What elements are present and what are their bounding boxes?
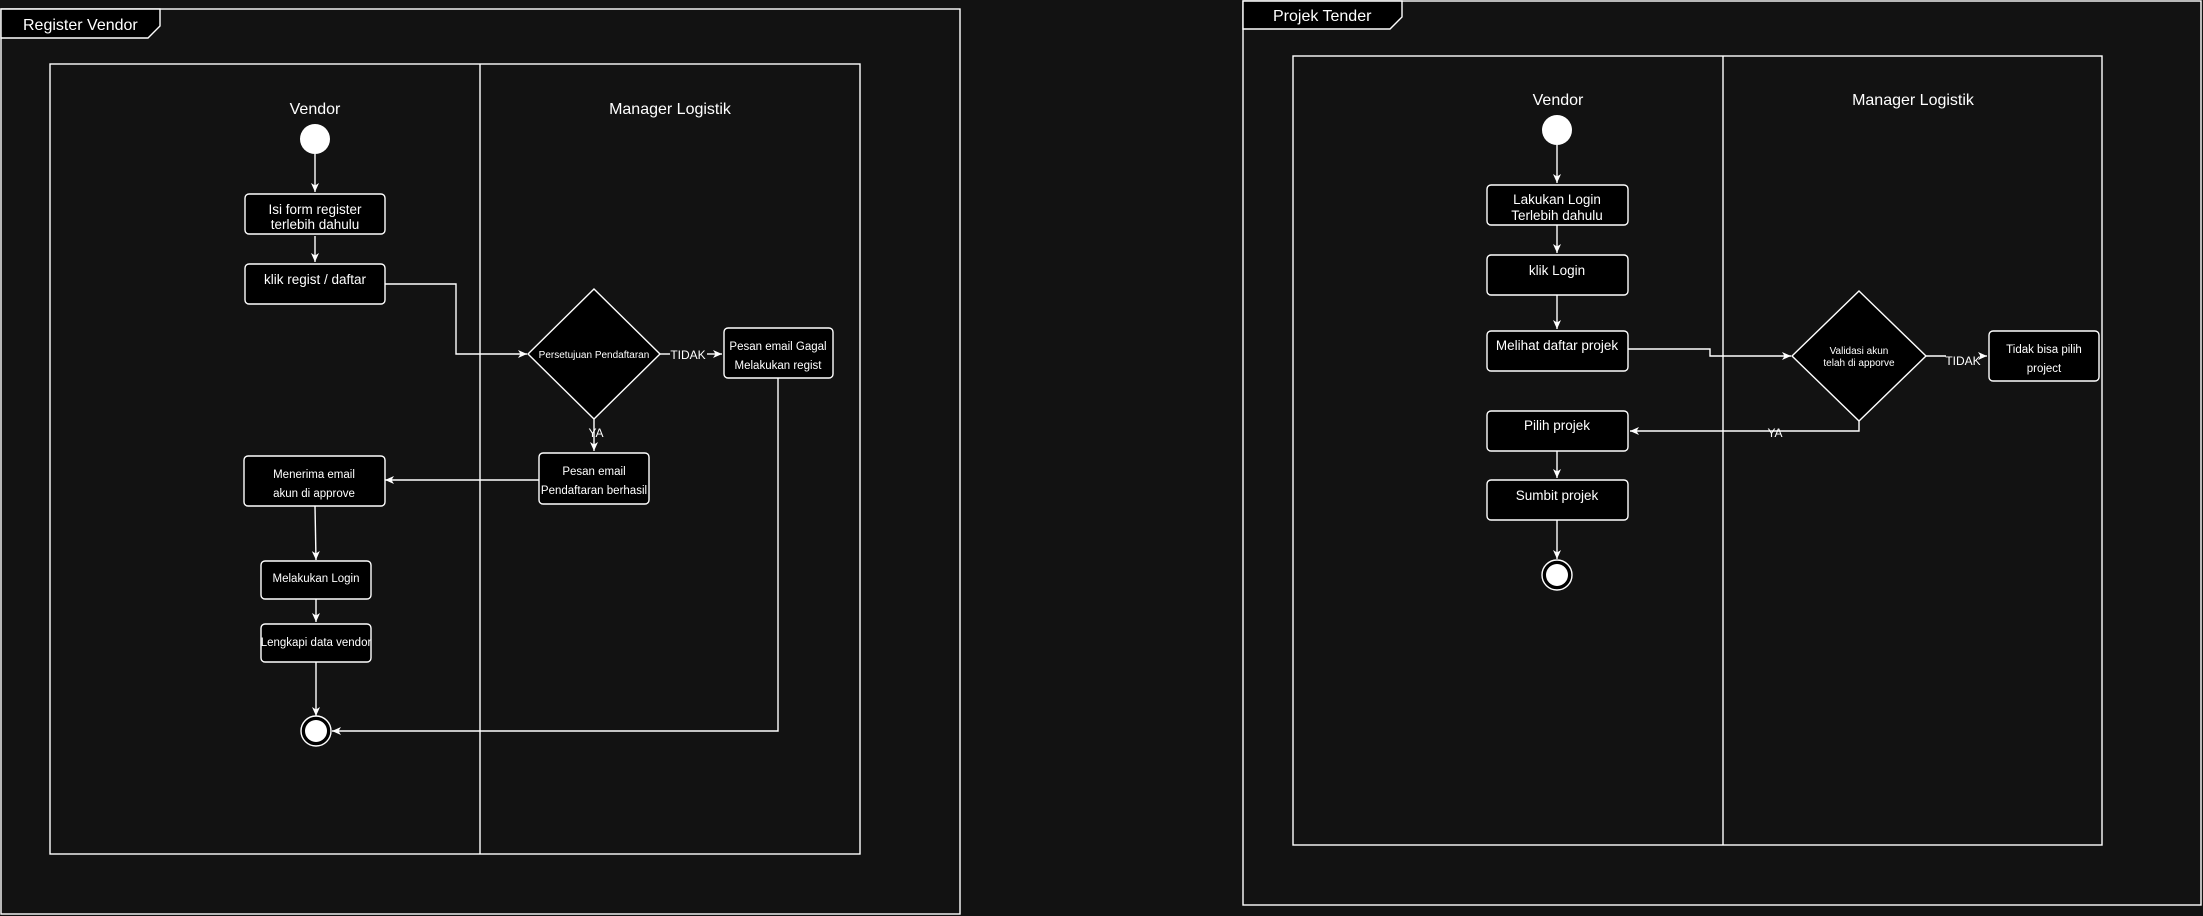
isi-form-line-2: terlebih dahulu <box>271 217 360 232</box>
action-sumbit-projek: Sumbit projek <box>1486 479 1629 521</box>
action-isi-form: Isi form register terlebih dahulu <box>244 193 386 235</box>
persetujuan-label: Persetujuan Pendaftaran <box>539 350 650 361</box>
register-vendor-frame <box>0 8 961 915</box>
pilih-projek-label: Pilih projek <box>1524 418 1590 433</box>
action-melakukan-login: Melakukan Login <box>260 560 372 600</box>
edge2-validasi-to-pilih <box>1630 421 1860 435</box>
edge2-label-ya: YA <box>1767 426 1782 440</box>
validasi-line-2: telah di apporve <box>1823 358 1895 369</box>
action-klik-regist: klik regist / daftar <box>244 263 386 305</box>
start-node-2 <box>1542 115 1572 145</box>
start-node <box>300 124 330 154</box>
edge2-melihat-to-validasi <box>1628 348 1791 360</box>
projek-tender-diagram: Projek Tender Vendor Manager Logistik La… <box>1242 0 2202 906</box>
edges <box>311 154 779 735</box>
isi-form-line-1: Isi form register <box>268 202 362 217</box>
edge-menerima-to-login <box>311 505 320 561</box>
edge-label-ya: YA <box>588 426 603 440</box>
melihat-daftar-label: Melihat daftar projek <box>1496 338 1619 353</box>
pesan-berhasil-line-1: Pesan email <box>562 466 625 478</box>
decision-validasi: Validasi akun telah di apporve <box>1790 290 1928 422</box>
melakukan-login-label: Melakukan Login <box>273 573 360 585</box>
action-klik-login: klik Login <box>1486 254 1629 296</box>
swimlane-pool-2 <box>1292 55 2103 846</box>
edge2-label-tidak: TIDAK <box>1945 354 1980 368</box>
pesan-gagal-line-1: Pesan email Gagal <box>729 341 826 353</box>
tidak-bisa-line-1: Tidak bisa pilih <box>2006 344 2082 356</box>
end-node-2 <box>1541 559 1573 591</box>
action-lakukan-login: Lakukan Login Terlebih dahulu <box>1486 184 1629 226</box>
validasi-line-1: Validasi akun <box>1830 346 1889 357</box>
lane-manager-label-2: Manager Logistik <box>1852 92 1975 109</box>
lane-vendor-label: Vendor <box>290 101 341 118</box>
sumbit-projek-label: Sumbit projek <box>1516 488 1599 503</box>
action-menerima-email: Menerima email akun di approve <box>243 455 386 507</box>
action-pilih-projek: Pilih projek <box>1486 410 1629 452</box>
projek-tender-title: Projek Tender <box>1273 8 1372 25</box>
pesan-berhasil-line-2: Pendaftaran berhasil <box>541 485 647 497</box>
edges-2 <box>1553 145 1987 559</box>
projek-tender-frame <box>1242 0 2202 906</box>
decision-persetujuan: Persetujuan Pendaftaran <box>527 288 661 420</box>
action-lengkapi: Lengkapi data vendor <box>260 623 372 663</box>
action-melihat-daftar: Melihat daftar projek <box>1486 330 1629 372</box>
lengkapi-label: Lengkapi data vendor <box>261 637 372 649</box>
menerima-email-line-1: Menerima email <box>273 469 355 481</box>
pesan-gagal-line-2: Melakukan regist <box>735 360 823 372</box>
end-node <box>300 715 332 747</box>
action-tidak-bisa: Tidak bisa pilih project <box>1988 330 2100 382</box>
swimlane-pool <box>49 63 861 855</box>
edge-klik-to-decision <box>385 283 527 358</box>
lakukan-login-line-1: Lakukan Login <box>1513 192 1601 207</box>
menerima-email-line-2: akun di approve <box>273 488 355 500</box>
edge-gagal-to-end <box>332 378 779 735</box>
lakukan-login-line-2: Terlebih dahulu <box>1511 208 1603 223</box>
edge-label-tidak: TIDAK <box>670 348 705 362</box>
projek-tender-title-tag <box>1242 0 1403 30</box>
tidak-bisa-line-2: project <box>2027 363 2062 375</box>
register-vendor-title-tag <box>0 8 161 39</box>
register-vendor-diagram: Register Vendor Vendor Manager Logistik … <box>0 8 961 915</box>
klik-login-label: klik Login <box>1529 263 1585 278</box>
action-pesan-gagal: Pesan email Gagal Melakukan regist <box>723 327 834 379</box>
klik-regist-label: klik regist / daftar <box>264 272 367 287</box>
action-pesan-berhasil: Pesan email Pendaftaran berhasil <box>538 452 650 505</box>
lane-vendor-label-2: Vendor <box>1533 92 1584 109</box>
register-vendor-title: Register Vendor <box>23 17 138 34</box>
lane-manager-label: Manager Logistik <box>609 101 732 118</box>
